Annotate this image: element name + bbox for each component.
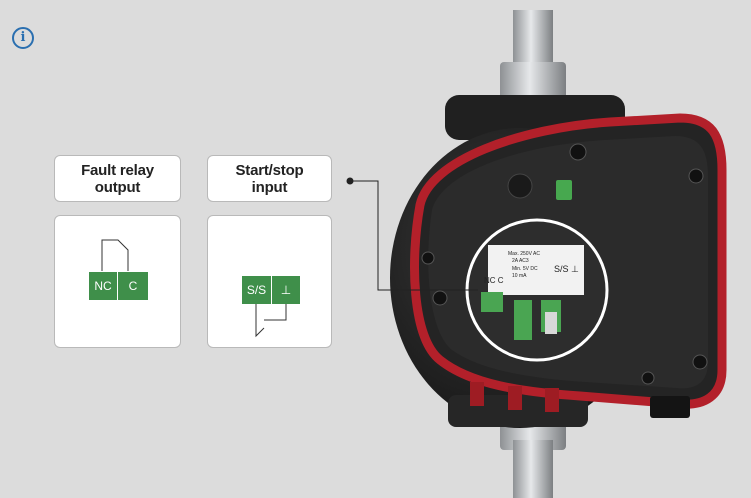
fault-relay-diagram-card: NC C bbox=[54, 215, 181, 348]
magnifier-circle bbox=[465, 218, 609, 362]
pipe-bottom bbox=[513, 440, 553, 498]
start-stop-wiring bbox=[255, 304, 287, 338]
label-terminals-right: S/S ⊥ bbox=[554, 264, 579, 274]
start-stop-terminal-ss: S/S bbox=[242, 276, 271, 304]
fault-relay-title: Fault relay output bbox=[81, 161, 154, 196]
pipe-top-nut bbox=[500, 62, 566, 102]
start-stop-terminal-ground: ⊥ bbox=[272, 276, 300, 304]
motor-body bbox=[390, 128, 650, 428]
label-line-2: 2A AC3 bbox=[512, 258, 529, 264]
fault-relay-wiring bbox=[101, 239, 129, 271]
motor-base bbox=[448, 395, 588, 427]
control-box-panel bbox=[428, 136, 708, 389]
motor-top-ring bbox=[445, 95, 625, 140]
label-line-4: 10 mA bbox=[512, 273, 527, 279]
cable-gland-2 bbox=[508, 386, 522, 410]
fault-relay-terminal-c: C bbox=[118, 272, 148, 300]
side-plug bbox=[650, 396, 690, 418]
label-line-3: Min. 5V DC bbox=[512, 266, 538, 272]
label-line-1: Max. 250V AC bbox=[508, 251, 540, 257]
start-stop-title-card: Start/stop input bbox=[207, 155, 332, 202]
pipe-top bbox=[513, 10, 553, 90]
buzzer-grille bbox=[507, 173, 533, 199]
start-stop-terminal-block bbox=[541, 300, 561, 332]
terminal-label-plate bbox=[488, 245, 584, 295]
cable-gland-3 bbox=[545, 388, 559, 412]
info-icon[interactable]: i bbox=[12, 27, 34, 49]
pointer-dot bbox=[346, 177, 354, 185]
control-box-housing bbox=[410, 113, 727, 409]
connector-plug bbox=[514, 300, 532, 340]
pipe-bottom-nut bbox=[500, 420, 566, 450]
screws bbox=[421, 143, 708, 385]
terminal-bridge bbox=[545, 312, 557, 334]
pointer-line bbox=[350, 180, 478, 291]
start-stop-diagram-card: S/S ⊥ bbox=[207, 215, 332, 348]
fault-relay-terminal-nc: NC bbox=[89, 272, 117, 300]
label-terminals-left: NC C bbox=[484, 276, 504, 285]
fault-relay-title-card: Fault relay output bbox=[54, 155, 181, 202]
fault-relay-terminal-block bbox=[481, 292, 503, 312]
start-stop-title: Start/stop input bbox=[235, 161, 304, 196]
status-led bbox=[556, 180, 572, 200]
cable-gland-1 bbox=[470, 382, 484, 406]
